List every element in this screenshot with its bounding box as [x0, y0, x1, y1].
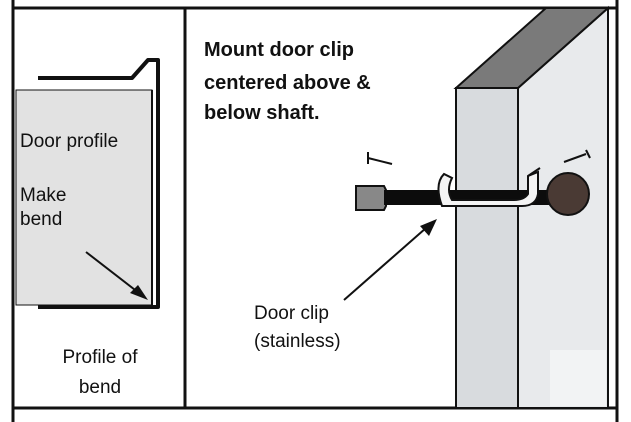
- door-edge-illustration: [453, 5, 611, 409]
- make-bend-arrow: [85, 251, 148, 300]
- door-profile-shape: [15, 89, 153, 306]
- profile-caption-line2: bend: [78, 377, 122, 398]
- door-profile-sketch: [15, 58, 160, 309]
- instruction-line1: Mount door clip: [204, 39, 354, 61]
- profile-caption-line1: Profile of: [62, 347, 138, 368]
- door-clip: [437, 167, 541, 207]
- clip-position-marks: [367, 149, 591, 165]
- door-clip-label-line2: (stainless): [254, 331, 341, 352]
- make-bend-label-line2: bend: [20, 209, 63, 230]
- door-profile-label: Door profile: [20, 131, 119, 152]
- instruction-line3: below shaft.: [204, 102, 320, 124]
- make-bend-label-line1: Make: [20, 185, 67, 206]
- door-clip-label-line1: Door clip: [254, 303, 329, 324]
- instruction-line2: centered above &: [204, 72, 371, 94]
- door-clip-arrow: [343, 219, 437, 301]
- shaft-knob: [546, 172, 590, 216]
